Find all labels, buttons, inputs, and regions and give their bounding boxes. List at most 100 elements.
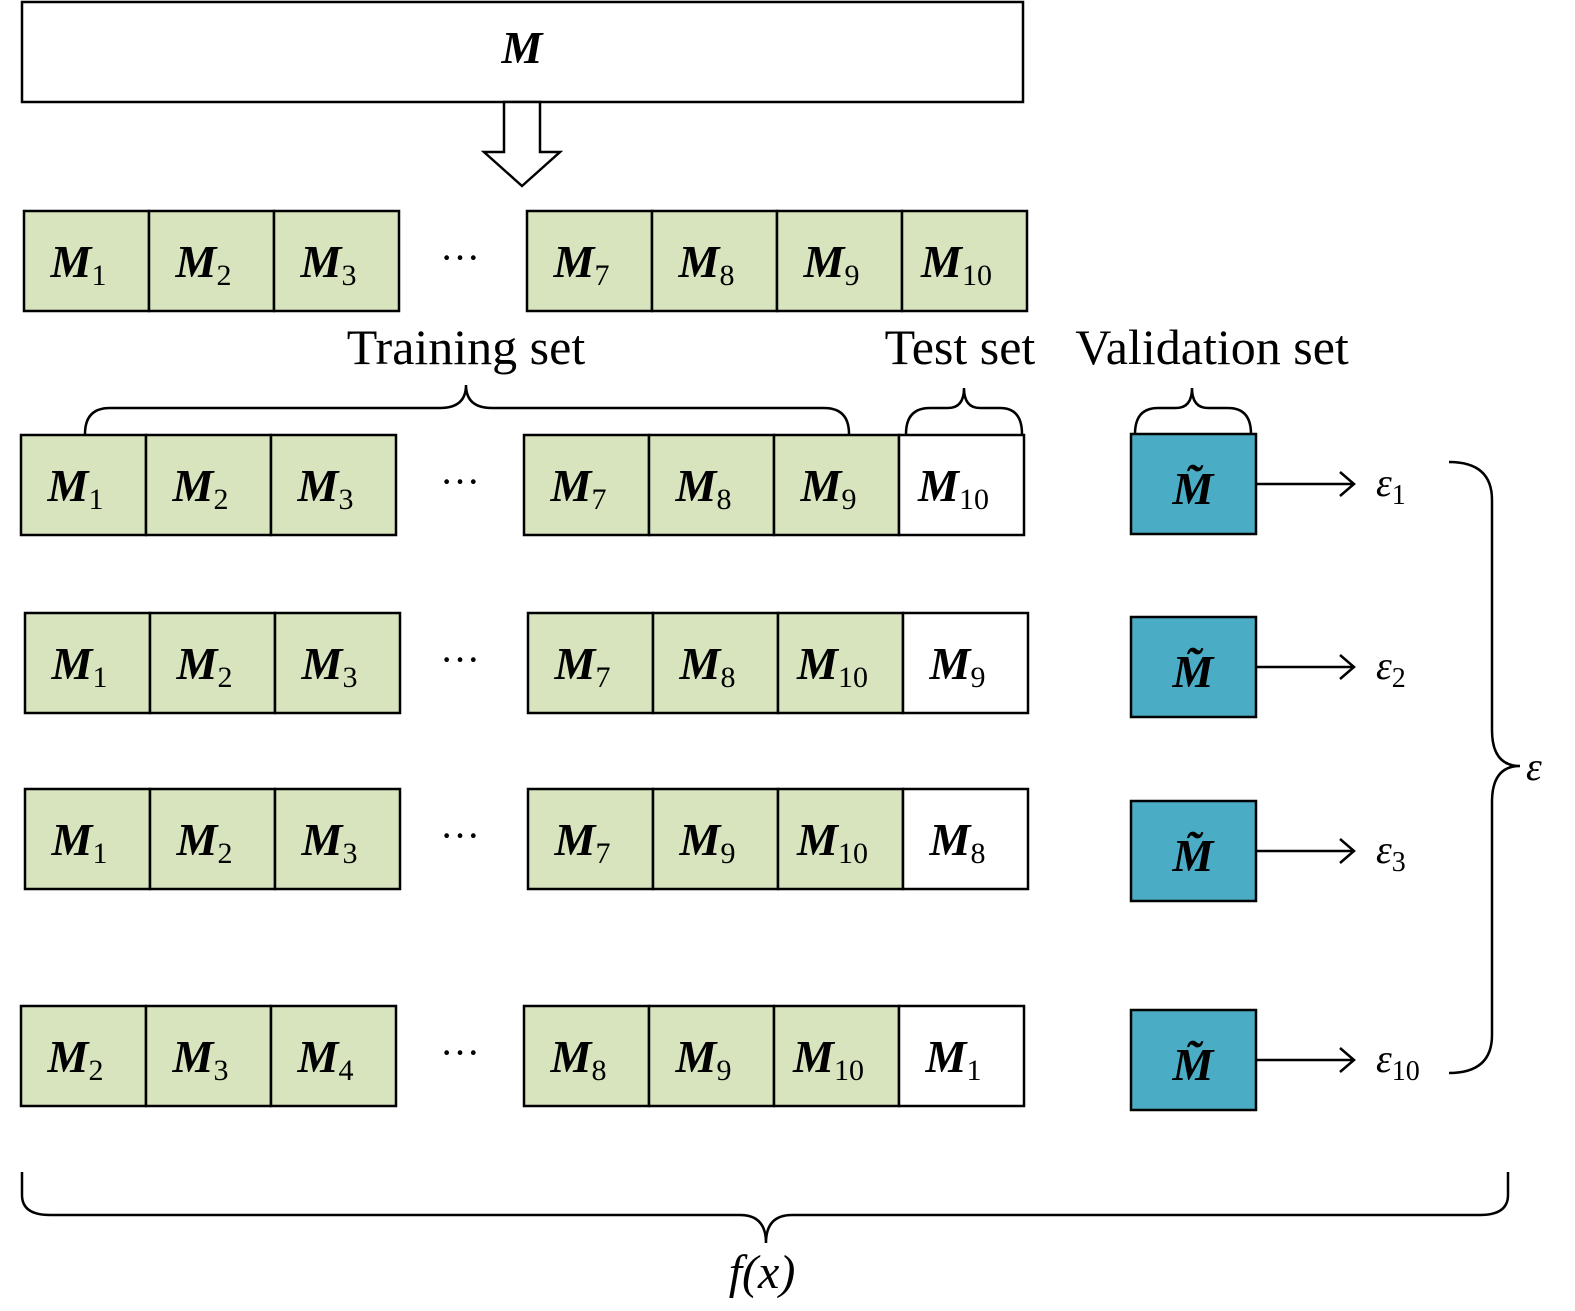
fold2-train-cell-label: M3 — [301, 638, 358, 694]
fold4-train-cell-box — [19, 1004, 148, 1108]
fold1-ellipsis: ··· — [440, 459, 480, 504]
source-box — [20, 0, 1025, 104]
fold2-test-cell-box — [901, 611, 1030, 715]
training-set-label: Training set — [347, 319, 586, 375]
fold4-train-cell-box — [269, 1004, 398, 1108]
fold4-test-cell-box — [897, 1004, 1026, 1108]
partition-cell-6-label: M9 — [803, 236, 860, 292]
function-brace — [20, 1172, 1510, 1244]
fold3-test-cell-label: M8 — [929, 814, 986, 870]
test-brace — [904, 387, 1024, 435]
fold3-error-label: ε3 — [1376, 827, 1406, 878]
partition-cell-1-box — [22, 209, 151, 313]
validation-set-label: Validation set — [1075, 319, 1349, 375]
fold2-train-cell-box — [651, 611, 780, 715]
fold2-train-cell-box — [273, 611, 402, 715]
fold2-train-cell-box — [526, 611, 655, 715]
partition-cell-2-label: M2 — [175, 236, 232, 292]
training-brace — [83, 384, 851, 435]
fold2-train-cell-label: M8 — [679, 638, 736, 694]
fold3-train-cell-box — [273, 787, 402, 891]
fold1-validation-box — [1129, 432, 1258, 536]
fold4-train-cell-box — [522, 1004, 651, 1108]
partition-cell-4-label: M7 — [553, 236, 610, 292]
fold1-train-cell-box — [647, 433, 776, 537]
fold3-train-cell-label: M1 — [51, 814, 108, 870]
fold1-train-cell-label: M3 — [297, 460, 354, 516]
fold1-train-cell-box — [522, 433, 651, 537]
fold2-ellipsis: ··· — [440, 637, 480, 682]
fold1-train-cell-label: M8 — [675, 460, 732, 516]
fold3-ellipsis: ··· — [440, 813, 480, 858]
fold3-train-cell-box — [526, 787, 655, 891]
fold4-train-cell-label: M4 — [297, 1031, 354, 1087]
partition-cell-7-box — [900, 209, 1029, 313]
epsilon-total-label: ε — [1526, 744, 1542, 789]
epsilon-brace — [1448, 460, 1521, 1075]
fold3-train-cell-label: M9 — [679, 814, 736, 870]
fold1-train-cell-label: M2 — [172, 460, 229, 516]
fold1-test-cell-label: M10 — [917, 460, 989, 516]
partition-cell-5-box — [650, 209, 779, 313]
fold1-arrowhead — [1339, 471, 1356, 497]
fold1-error-label: ε1 — [1376, 460, 1406, 511]
source-label: M — [501, 22, 545, 73]
partition-cell-7-label: M10 — [920, 236, 992, 292]
fold2-validation-box — [1129, 615, 1258, 719]
fold4-validation-label: M̃ — [1172, 1039, 1216, 1090]
fold4-train-cell-label: M3 — [172, 1031, 229, 1087]
fold2-test-cell-label: M9 — [929, 638, 986, 694]
fold3-train-cell-box — [148, 787, 277, 891]
fold4-test-cell-label: M1 — [925, 1031, 982, 1087]
fold2-train-cell-label: M2 — [176, 638, 233, 694]
partition-cell-6-box — [775, 209, 904, 313]
fold3-train-cell-box — [776, 787, 905, 891]
fold1-train-cell-box — [269, 433, 398, 537]
fold1-train-cell-label: M9 — [800, 460, 857, 516]
fold3-train-cell-label: M2 — [176, 814, 233, 870]
partition-cell-3-box — [272, 209, 401, 313]
fold4-train-cell-box — [144, 1004, 273, 1108]
validation-brace — [1133, 387, 1253, 435]
fold4-validation-box — [1129, 1008, 1258, 1112]
split-arrow — [480, 100, 564, 188]
fold2-arrowhead — [1339, 654, 1356, 680]
fold2-train-cell-box — [23, 611, 152, 715]
fold2-validation-label: M̃ — [1172, 646, 1216, 697]
fold1-train-cell-box — [19, 433, 148, 537]
fold3-validation-box — [1129, 799, 1258, 903]
partition-ellipsis: ··· — [440, 235, 480, 280]
fold1-test-cell-box — [897, 433, 1026, 537]
fold1-train-cell-label: M1 — [47, 460, 104, 516]
fold1-validation-label: M̃ — [1172, 463, 1216, 514]
fold3-train-cell-label: M7 — [554, 814, 611, 870]
fold3-train-cell-label: M3 — [301, 814, 358, 870]
fold2-train-cell-label: M1 — [51, 638, 108, 694]
fold4-ellipsis: ··· — [440, 1030, 480, 1075]
fold2-train-cell-label: M10 — [796, 638, 868, 694]
fold3-test-cell-box — [901, 787, 1030, 891]
fold4-train-cell-box — [772, 1004, 901, 1108]
fold3-validation-label: M̃ — [1172, 830, 1216, 881]
fold3-train-cell-box — [651, 787, 780, 891]
fold4-train-cell-label: M2 — [47, 1031, 104, 1087]
partition-cell-1-label: M1 — [50, 236, 107, 292]
fold2-train-cell-box — [148, 611, 277, 715]
partition-cell-2-box — [147, 209, 276, 313]
fold4-train-cell-label: M9 — [675, 1031, 732, 1087]
fold3-train-cell-label: M10 — [796, 814, 868, 870]
function-label: f(x) — [729, 1246, 796, 1299]
partition-cell-5-label: M8 — [678, 236, 735, 292]
test-set-label: Test set — [885, 319, 1036, 375]
fold4-arrowhead — [1339, 1047, 1356, 1073]
fold1-train-cell-box — [144, 433, 273, 537]
fold4-train-cell-label: M8 — [550, 1031, 607, 1087]
fold3-arrowhead — [1339, 838, 1356, 864]
fold2-train-cell-label: M7 — [554, 638, 611, 694]
fold4-train-cell-box — [647, 1004, 776, 1108]
fold1-train-cell-label: M7 — [550, 460, 607, 516]
fold2-error-label: ε2 — [1376, 643, 1406, 694]
fold4-train-cell-label: M10 — [792, 1031, 864, 1087]
fold2-train-cell-box — [776, 611, 905, 715]
